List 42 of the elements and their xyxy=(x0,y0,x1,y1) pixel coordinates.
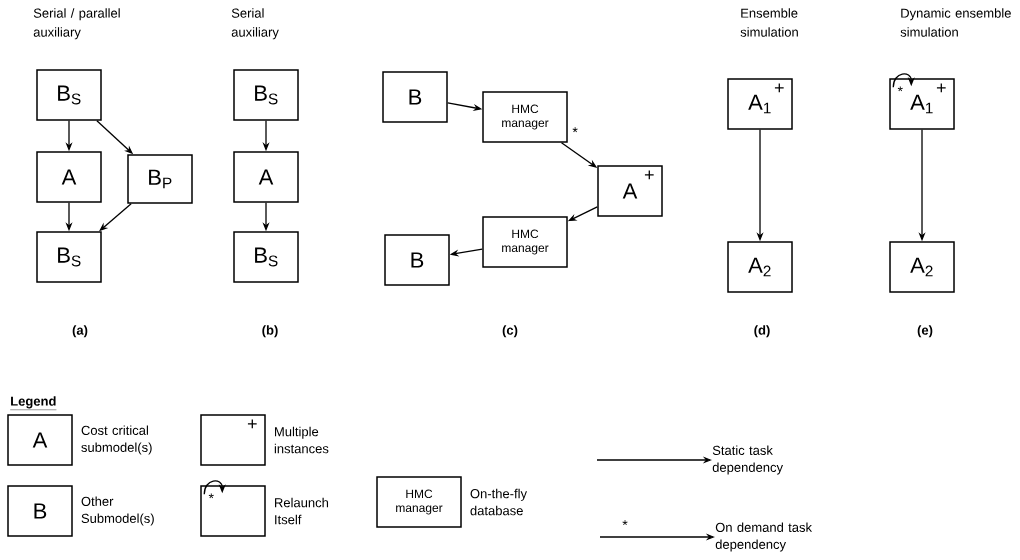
legend-text: On-the-fly database xyxy=(470,488,527,516)
edge-label: * xyxy=(571,126,579,138)
panel-title: Ensemble simulation xyxy=(740,8,798,37)
submodel-box: B xyxy=(7,485,73,537)
legend-text: Multiple instances xyxy=(274,426,329,454)
manager-box: HMC manager xyxy=(482,91,568,143)
panel-title: Serial / parallel auxiliary xyxy=(33,8,120,40)
legend-text: Other Submodel(s) xyxy=(81,496,154,526)
legend-text: Static task dependency xyxy=(712,445,783,475)
panel-label: (a) xyxy=(72,325,88,338)
submodel-box: B xyxy=(382,71,448,123)
panel-title: Dynamic ensemble simulation xyxy=(900,8,1011,37)
legend-text: On demand task dependency xyxy=(715,522,813,552)
panel-label: (c) xyxy=(502,325,518,338)
panel-label: (d) xyxy=(754,325,770,338)
edge-label: * xyxy=(207,492,215,505)
submodel-box: A$_{1}$ + xyxy=(727,78,793,130)
submodel-box: A$_{2}$ xyxy=(727,241,793,293)
submodel-box: B$_{P}$ xyxy=(127,154,193,204)
submodel-box: B$_{S}$ xyxy=(36,69,102,121)
edge-label: * xyxy=(896,85,904,98)
legend-text: Relaunch Itself xyxy=(275,497,328,525)
manager-box: HMC manager xyxy=(376,476,462,528)
submodel-box: A xyxy=(233,151,299,203)
edge-label: * xyxy=(621,519,629,531)
manager-box: HMC manager xyxy=(482,216,568,268)
submodel-box: B$_{S}$ xyxy=(36,231,102,283)
submodel-box: A xyxy=(36,151,102,203)
panel-label: (e) xyxy=(917,325,933,338)
legend-text: Cost critical submodel(s) xyxy=(81,425,152,455)
submodel-box: B$_{S}$ xyxy=(233,231,299,283)
submodel-box: + xyxy=(200,414,266,466)
submodel-box: B$_{S}$ xyxy=(233,69,299,121)
submodel-box: A + xyxy=(597,165,663,217)
submodel-box: A$_{2}$ xyxy=(889,241,955,293)
panel-title: Serial auxiliary xyxy=(231,8,279,40)
arrow xyxy=(892,73,915,88)
arrow xyxy=(203,480,226,495)
submodel-box: B xyxy=(384,234,450,286)
submodel-box xyxy=(200,485,266,537)
submodel-box: A xyxy=(7,414,73,466)
panel-label: (b) xyxy=(262,325,278,338)
